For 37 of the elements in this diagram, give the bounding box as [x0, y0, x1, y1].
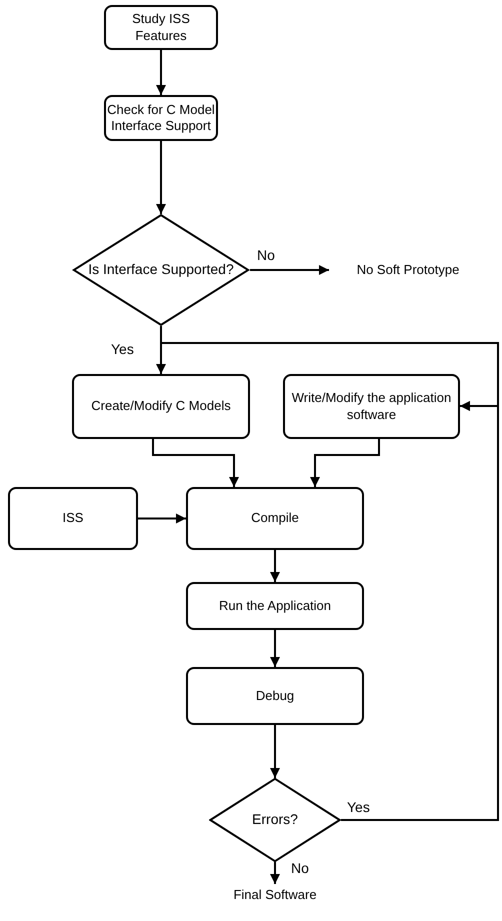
arrow — [138, 514, 186, 524]
edge-label: No — [290, 861, 310, 876]
node-label: Study ISS Features — [131, 11, 191, 44]
process-box — [186, 487, 364, 550]
node-label: Check for C Model Interface Support — [106, 102, 216, 134]
node-label: Create/Modify C Models — [91, 398, 231, 415]
arrow — [341, 401, 499, 821]
node-label: Run the Application — [218, 598, 332, 614]
node-label: Errors? — [252, 811, 298, 829]
edge-label: Yes — [110, 342, 135, 358]
node-label: Final Software — [233, 886, 317, 904]
process-box — [8, 487, 138, 550]
process-box — [72, 374, 250, 439]
edge-label: No — [256, 248, 276, 264]
process-box — [104, 95, 218, 141]
node-label: Write/Modify the application software — [290, 390, 452, 423]
arrow — [270, 630, 280, 667]
node-label: ISS — [62, 510, 84, 527]
arrow — [250, 265, 329, 275]
arrow — [270, 550, 280, 582]
arrow — [270, 862, 280, 884]
arrow — [270, 725, 280, 778]
decision-diamond — [72, 214, 250, 326]
arrow — [156, 141, 166, 214]
arrow — [152, 439, 239, 487]
arrow — [310, 439, 380, 487]
decision-diamond — [209, 778, 341, 862]
node-label: No Soft Prototype — [356, 262, 460, 278]
node-label: Debug — [256, 688, 294, 704]
process-box — [283, 374, 460, 439]
process-box — [104, 5, 218, 50]
node-label: Compile — [251, 510, 299, 527]
process-box — [186, 667, 364, 725]
node-label: Is Interface Supported? — [88, 261, 234, 279]
arrow — [156, 50, 166, 95]
process-box — [186, 582, 364, 630]
edge-label: Yes — [346, 800, 371, 816]
